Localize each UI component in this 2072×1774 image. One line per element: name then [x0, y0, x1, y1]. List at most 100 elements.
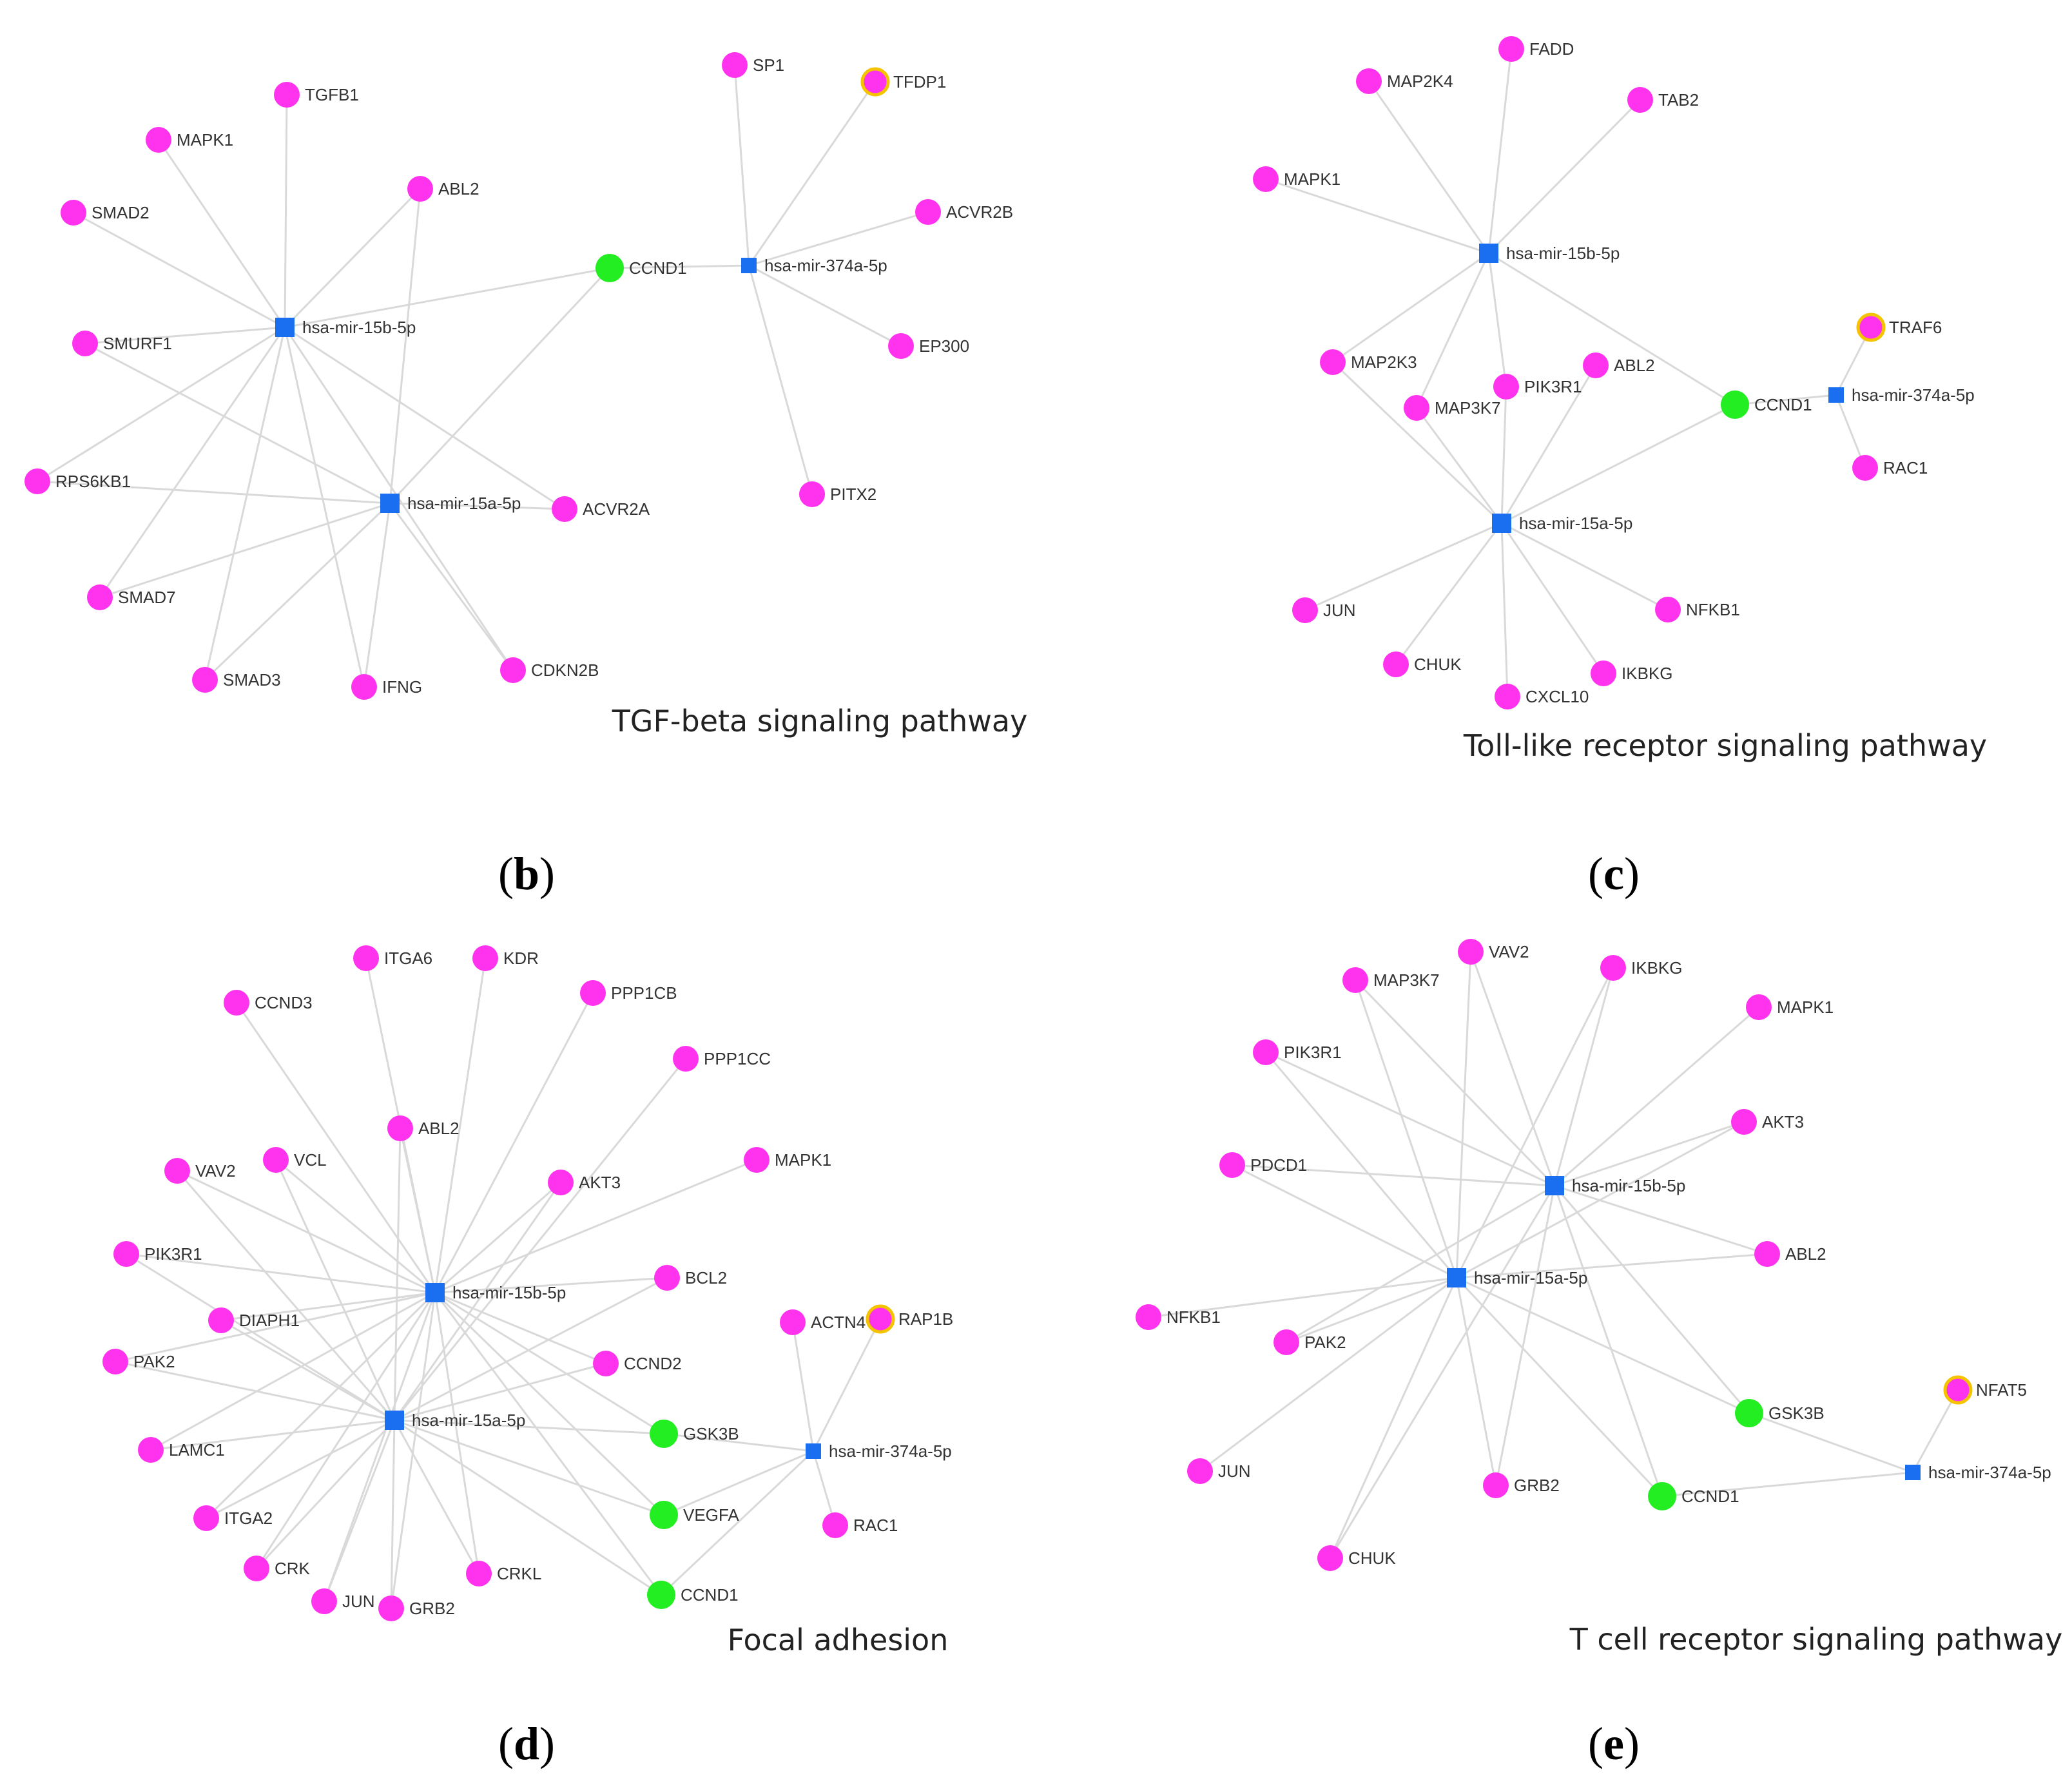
gene-node-chuk[interactable]: CHUK [1383, 651, 1462, 677]
gene-node-grb2[interactable]: GRB2 [378, 1596, 455, 1621]
gene-node-vegfa[interactable]: VEGFA [650, 1501, 739, 1529]
gene-node-fadd[interactable]: FADD [1498, 36, 1574, 62]
gene-node-gsk3b[interactable]: GSK3B [1735, 1399, 1825, 1427]
gene-node-vcl[interactable]: VCL [263, 1147, 327, 1173]
gene-node-abl2[interactable]: ABL2 [1754, 1241, 1826, 1267]
gene-node-pak2[interactable]: PAK2 [1273, 1329, 1346, 1355]
gene-node-map2k3[interactable]: MAP2K3 [1320, 349, 1417, 375]
mirna-node-m15b[interactable]: hsa-mir-15b-5p [1479, 244, 1620, 263]
gene-node-ccnd3[interactable]: CCND3 [224, 990, 313, 1016]
gene-node-rac1[interactable]: RAC1 [822, 1512, 898, 1538]
gene-node-vav2[interactable]: VAV2 [1458, 939, 1529, 965]
mirna-node-m374[interactable]: hsa-mir-374a-5p [806, 1441, 952, 1461]
gene-node-ifng[interactable]: IFNG [351, 674, 422, 700]
gene-node-actn4[interactable]: ACTN4 [780, 1309, 866, 1335]
gene-node-kdr[interactable]: KDR [472, 945, 539, 971]
gene-node-jun[interactable]: JUN [1187, 1458, 1251, 1484]
gene-node-tfdp1[interactable]: TFDP1 [860, 67, 946, 97]
gene-node-abl2[interactable]: ABL2 [1583, 352, 1655, 378]
gene-node-itga6[interactable]: ITGA6 [353, 945, 432, 971]
gene-node-pik3r1[interactable]: PIK3R1 [1253, 1039, 1342, 1065]
gene-node-bcl2[interactable]: BCL2 [654, 1265, 727, 1291]
gene-node-pitx2[interactable]: PITX2 [799, 481, 876, 507]
gene-node-nfkb1[interactable]: NFKB1 [1136, 1304, 1221, 1330]
gene-node-cdkn2b[interactable]: CDKN2B [500, 657, 599, 683]
gene-node-jun[interactable]: JUN [1292, 597, 1356, 623]
gene-node-diaph1[interactable]: DIAPH1 [208, 1307, 300, 1333]
gene-node-smurf1[interactable]: SMURF1 [72, 331, 172, 356]
gene-node-chuk[interactable]: CHUK [1317, 1545, 1396, 1571]
mirna-node-m15a[interactable]: hsa-mir-15a-5p [385, 1411, 525, 1430]
gene-node-abl2[interactable]: ABL2 [407, 176, 479, 202]
gene-node-grb2[interactable]: GRB2 [1483, 1472, 1560, 1498]
mirna-node-m15a[interactable]: hsa-mir-15a-5p [1492, 514, 1632, 533]
gene-node-ccnd1[interactable]: CCND1 [1648, 1482, 1739, 1510]
gene-node-ccnd1[interactable]: CCND1 [647, 1581, 739, 1609]
gene-node-rap1b[interactable]: RAP1B [866, 1304, 953, 1334]
mirna-node-m15b[interactable]: hsa-mir-15b-5p [1545, 1176, 1685, 1195]
edge-m374-SP1 [733, 64, 750, 266]
gene-node-ep300[interactable]: EP300 [888, 333, 969, 359]
gene-node-akt3[interactable]: AKT3 [548, 1170, 621, 1195]
edge-m15b-MAP2K4 [1368, 81, 1490, 254]
gene-node-pak2[interactable]: PAK2 [102, 1349, 175, 1374]
gene-node-ppp1cb[interactable]: PPP1CB [580, 980, 677, 1006]
gene-node-ccnd1[interactable]: CCND1 [1721, 390, 1812, 419]
gene-marker [866, 1304, 895, 1334]
gene-label: ACVR2B [946, 202, 1013, 222]
gene-label: ACVR2A [583, 499, 650, 519]
gene-node-map3k7[interactable]: MAP3K7 [1404, 395, 1501, 421]
mirna-node-m374[interactable]: hsa-mir-374a-5p [741, 256, 887, 275]
gene-node-ccnd2[interactable]: CCND2 [593, 1351, 682, 1376]
gene-node-nfat5[interactable]: NFAT5 [1943, 1375, 2027, 1405]
gene-node-pik3r1[interactable]: PIK3R1 [113, 1241, 202, 1267]
gene-node-map3k7[interactable]: MAP3K7 [1342, 967, 1440, 993]
gene-node-mapk1[interactable]: MAPK1 [1253, 166, 1341, 192]
gene-node-jun[interactable]: JUN [311, 1588, 375, 1614]
gene-node-ppp1cc[interactable]: PPP1CC [673, 1046, 771, 1072]
gene-marker [650, 1420, 678, 1448]
gene-node-map2k4[interactable]: MAP2K4 [1356, 68, 1453, 94]
gene-node-ikbkg[interactable]: IKBKG [1600, 955, 1682, 981]
gene-label: ABL2 [1614, 356, 1655, 375]
mirna-node-m15a[interactable]: hsa-mir-15a-5p [1447, 1268, 1587, 1287]
mirna-label: hsa-mir-15a-5p [1474, 1268, 1587, 1287]
gene-node-tab2[interactable]: TAB2 [1627, 87, 1699, 113]
gene-label: SMAD3 [223, 670, 281, 689]
gene-node-pdcd1[interactable]: PDCD1 [1219, 1152, 1307, 1178]
mirna-node-m374[interactable]: hsa-mir-374a-5p [1905, 1463, 2051, 1482]
gene-node-rps6kb1[interactable]: RPS6KB1 [24, 468, 131, 494]
gene-node-ccnd1[interactable]: CCND1 [595, 254, 687, 282]
gene-node-gsk3b[interactable]: GSK3B [650, 1420, 739, 1448]
gene-node-sp1[interactable]: SP1 [722, 52, 784, 78]
gene-node-tgfb1[interactable]: TGFB1 [274, 82, 359, 108]
gene-node-nfkb1[interactable]: NFKB1 [1655, 597, 1740, 622]
gene-node-rac1[interactable]: RAC1 [1852, 455, 1928, 481]
gene-node-mapk1[interactable]: MAPK1 [146, 127, 233, 153]
edge-m15a-DIAPH1 [220, 1319, 395, 1422]
gene-node-pik3r1[interactable]: PIK3R1 [1493, 374, 1582, 400]
mirna-node-m15b[interactable]: hsa-mir-15b-5p [425, 1283, 566, 1302]
gene-node-smad3[interactable]: SMAD3 [192, 667, 281, 693]
gene-node-vav2[interactable]: VAV2 [164, 1158, 236, 1184]
mirna-node-m374[interactable]: hsa-mir-374a-5p [1828, 385, 1975, 405]
gene-node-abl2[interactable]: ABL2 [387, 1115, 460, 1141]
gene-node-akt3[interactable]: AKT3 [1731, 1109, 1804, 1135]
mirna-node-m15b[interactable]: hsa-mir-15b-5p [275, 318, 416, 337]
gene-node-smad2[interactable]: SMAD2 [61, 200, 150, 226]
gene-node-crk[interactable]: CRK [244, 1556, 311, 1581]
gene-node-crkl[interactable]: CRKL [466, 1561, 541, 1586]
gene-node-mapk1[interactable]: MAPK1 [744, 1147, 831, 1173]
gene-node-mapk1[interactable]: MAPK1 [1746, 994, 1834, 1020]
gene-node-traf6[interactable]: TRAF6 [1856, 313, 1942, 342]
gene-node-acvr2b[interactable]: ACVR2B [915, 199, 1013, 225]
gene-node-acvr2a[interactable]: ACVR2A [552, 496, 650, 522]
mirna-node-m15a[interactable]: hsa-mir-15a-5p [380, 494, 521, 513]
gene-node-ikbkg[interactable]: IKBKG [1591, 660, 1672, 686]
gene-node-lamc1[interactable]: LAMC1 [138, 1437, 225, 1463]
edge-m15b-MAPK1 [434, 1159, 757, 1294]
gene-node-itga2[interactable]: ITGA2 [193, 1505, 273, 1531]
gene-node-smad7[interactable]: SMAD7 [87, 584, 176, 610]
gene-node-cxcl10[interactable]: CXCL10 [1495, 684, 1589, 709]
edge-m15a-IKBKG [1455, 967, 1614, 1278]
